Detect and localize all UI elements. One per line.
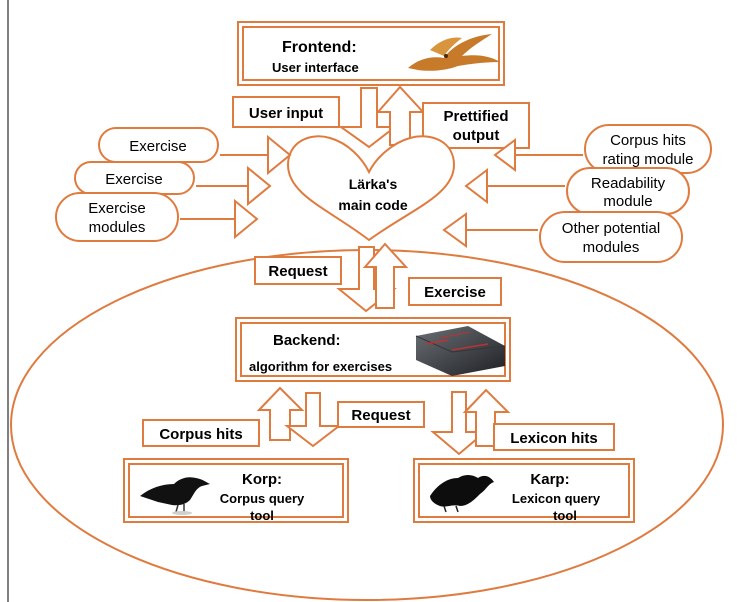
svg-text:Corpus query: Corpus query xyxy=(220,491,305,506)
svg-text:Lexicon query: Lexicon query xyxy=(512,491,601,506)
karp-box: Karp: Lexicon query tool xyxy=(413,458,635,523)
module-exercise-1: Exercise xyxy=(98,127,219,163)
backend-box: Backend: algorithm for exercises xyxy=(235,317,511,382)
module-other-potential: Other potential modules xyxy=(539,211,683,263)
svg-text:Exercise: Exercise xyxy=(424,284,486,301)
circuit-board-image xyxy=(415,326,506,376)
svg-text:rating module: rating module xyxy=(603,151,694,168)
svg-text:Corpus hits: Corpus hits xyxy=(159,426,242,443)
svg-text:Other potential: Other potential xyxy=(562,220,660,237)
prettified-output-label: Prettified output xyxy=(422,102,530,149)
corpus-hits-label: Corpus hits xyxy=(142,419,260,447)
svg-text:Request: Request xyxy=(351,407,410,424)
svg-text:Lärka's: Lärka's xyxy=(349,176,398,192)
arrow-down-to-main xyxy=(337,87,398,149)
svg-text:Readability: Readability xyxy=(591,175,666,192)
svg-text:tool: tool xyxy=(553,508,577,523)
arrow-up-to-frontend xyxy=(375,85,426,146)
main-code-heart: Lärka's main code xyxy=(286,135,456,242)
shadow-bird-image xyxy=(430,475,494,513)
right-module-arrows xyxy=(442,138,583,248)
request-label-bottom: Request xyxy=(337,401,425,428)
module-exercise-modules: Exercise modules xyxy=(55,192,179,242)
exercise-return-label: Exercise xyxy=(408,277,502,306)
svg-text:User input: User input xyxy=(249,105,323,122)
svg-text:modules: modules xyxy=(583,239,640,256)
svg-text:Korp:: Korp: xyxy=(242,471,282,488)
svg-text:Prettified: Prettified xyxy=(443,108,508,125)
svg-text:Corpus hits: Corpus hits xyxy=(610,132,686,149)
svg-text:output: output xyxy=(453,127,500,144)
module-corpus-hits-rating: Corpus hits rating module xyxy=(584,124,712,174)
svg-text:algorithm for exercises: algorithm for exercises xyxy=(249,359,392,374)
svg-text:Lexicon hits: Lexicon hits xyxy=(510,430,598,447)
korp-box: Korp: Corpus query tool xyxy=(123,458,349,523)
frontend-title: Frontend: xyxy=(282,39,357,56)
lexicon-hits-label: Lexicon hits xyxy=(493,423,615,451)
svg-text:tool: tool xyxy=(250,508,274,523)
svg-text:Request: Request xyxy=(268,263,327,280)
svg-text:main code: main code xyxy=(338,197,407,213)
module-exercise-2: Exercise xyxy=(74,161,195,195)
frontend-box: Frontend: User interface xyxy=(237,21,505,86)
bird-icon xyxy=(408,34,500,71)
arrow-down-to-korp xyxy=(284,392,342,448)
raven-image xyxy=(140,477,210,515)
svg-text:Exercise: Exercise xyxy=(105,171,163,188)
module-readability: Readability module xyxy=(566,167,690,215)
svg-text:modules: modules xyxy=(89,219,146,236)
svg-text:module: module xyxy=(603,193,652,210)
svg-text:Karp:: Karp: xyxy=(530,471,569,488)
svg-text:Exercise: Exercise xyxy=(129,138,187,155)
left-module-arrows xyxy=(180,134,292,240)
svg-text:Backend:: Backend: xyxy=(273,332,341,349)
svg-text:Exercise: Exercise xyxy=(88,200,146,217)
user-input-label: User input xyxy=(232,96,340,128)
request-label-top: Request xyxy=(254,256,342,285)
frontend-subtitle: User interface xyxy=(272,60,359,75)
arrow-up-to-main xyxy=(362,242,409,309)
